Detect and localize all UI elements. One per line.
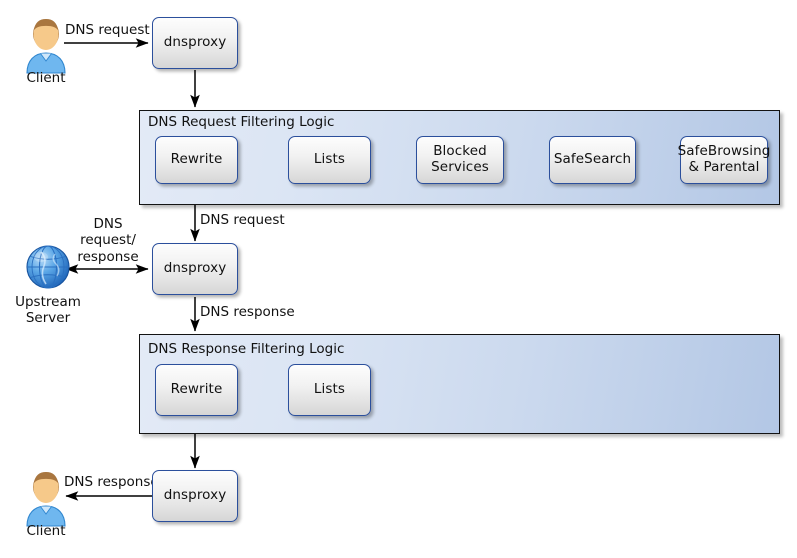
edge-label-dnsproxy-to-response-filter: DNS response bbox=[200, 304, 295, 320]
globe-icon bbox=[26, 245, 70, 289]
actor-caption-client-bottom: Client bbox=[26, 523, 66, 539]
actor-caption-upstream-line1: Upstream bbox=[15, 294, 81, 310]
container-dns-response-filtering bbox=[139, 334, 780, 434]
stage-blocked-services-label-line2: Services bbox=[431, 159, 489, 175]
stage-rewrite-response-label: Rewrite bbox=[170, 381, 223, 398]
node-dnsproxy-middle-label: dnsproxy bbox=[163, 260, 227, 277]
user-icon bbox=[26, 472, 66, 527]
stage-blocked-services[interactable]: Blocked Services bbox=[416, 136, 504, 184]
stage-lists-request[interactable]: Lists bbox=[288, 136, 371, 184]
stage-safebrowsing-parental[interactable]: SafeBrowsing & Parental bbox=[677, 136, 771, 184]
stage-safebrowsing-parental-label-line1: SafeBrowsing bbox=[677, 143, 771, 160]
stage-safesearch-label: SafeSearch bbox=[553, 151, 632, 168]
container-title-response: DNS Response Filtering Logic bbox=[148, 341, 345, 357]
edge-label-upstream-line1: DNS bbox=[93, 216, 123, 232]
edge-label-client-to-dnsproxy: DNS request bbox=[65, 22, 150, 38]
node-dnsproxy-top[interactable]: dnsproxy bbox=[152, 17, 238, 69]
stage-blocked-services-label-line1: Blocked bbox=[433, 143, 487, 160]
stage-lists-request-label: Lists bbox=[313, 151, 346, 168]
stage-safesearch[interactable]: SafeSearch bbox=[549, 136, 636, 184]
edge-label-upstream-line3: response bbox=[77, 248, 139, 265]
actor-caption-client-top: Client bbox=[26, 70, 66, 86]
edge-label-dnsproxy-to-client: DNS response bbox=[64, 474, 159, 490]
stage-rewrite-request-label: Rewrite bbox=[170, 151, 223, 168]
stage-lists-response-label: Lists bbox=[313, 381, 346, 398]
node-dnsproxy-bottom-label: dnsproxy bbox=[163, 487, 227, 504]
user-icon bbox=[26, 19, 66, 74]
stage-rewrite-response[interactable]: Rewrite bbox=[155, 364, 238, 416]
actor-caption-upstream-line2: Server bbox=[25, 310, 71, 327]
edge-label-upstream: DNS request/ response bbox=[72, 216, 144, 265]
node-dnsproxy-middle[interactable]: dnsproxy bbox=[152, 243, 238, 295]
edge-label-dnsproxy-to-request-filter: DNS request bbox=[200, 212, 285, 228]
edge-label-upstream-line2: request/ bbox=[80, 232, 136, 249]
node-dnsproxy-top-label: dnsproxy bbox=[163, 34, 227, 51]
stage-lists-response[interactable]: Lists bbox=[288, 364, 371, 416]
container-title-request: DNS Request Filtering Logic bbox=[148, 114, 335, 130]
actor-caption-upstream: Upstream Server bbox=[4, 294, 92, 327]
node-dnsproxy-bottom[interactable]: dnsproxy bbox=[152, 470, 238, 522]
stage-safebrowsing-parental-label-line2: & Parental bbox=[688, 159, 760, 175]
stage-rewrite-request[interactable]: Rewrite bbox=[155, 136, 238, 184]
